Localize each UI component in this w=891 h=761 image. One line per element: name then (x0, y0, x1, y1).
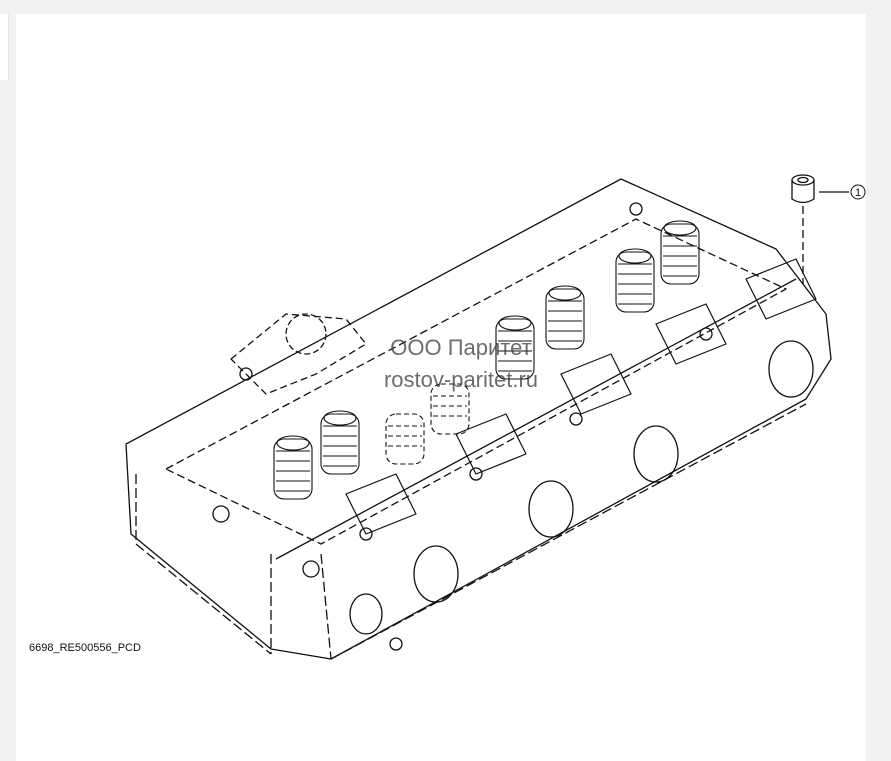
watermark-company: ООО Паритет (390, 335, 532, 360)
cylinder-head-outline (125, 178, 832, 660)
watermark-url: rostov-paritet.ru (383, 367, 539, 392)
deck-outline (165, 218, 787, 545)
exhaust-ports (349, 340, 814, 635)
watermark: ООО Паритет rostov-paritet.ru (346, 332, 576, 396)
bolt-holes (212, 202, 713, 651)
diagram-sheet: 1 ООО Паритет rostov-paritet.ru 6698_RE5… (16, 14, 866, 761)
part-code-label: 6698_RE500556_PCD (29, 642, 141, 654)
callout-part-1 (791, 174, 866, 284)
valve-springs (273, 220, 700, 500)
callout-number: 1 (855, 187, 861, 199)
left-edge-strip (0, 14, 9, 80)
upper-bracket (230, 313, 367, 395)
front-face-midline (275, 278, 797, 560)
port-group (345, 258, 817, 535)
cylinder-head-drawing: 1 (125, 174, 866, 660)
front-face (135, 403, 807, 660)
